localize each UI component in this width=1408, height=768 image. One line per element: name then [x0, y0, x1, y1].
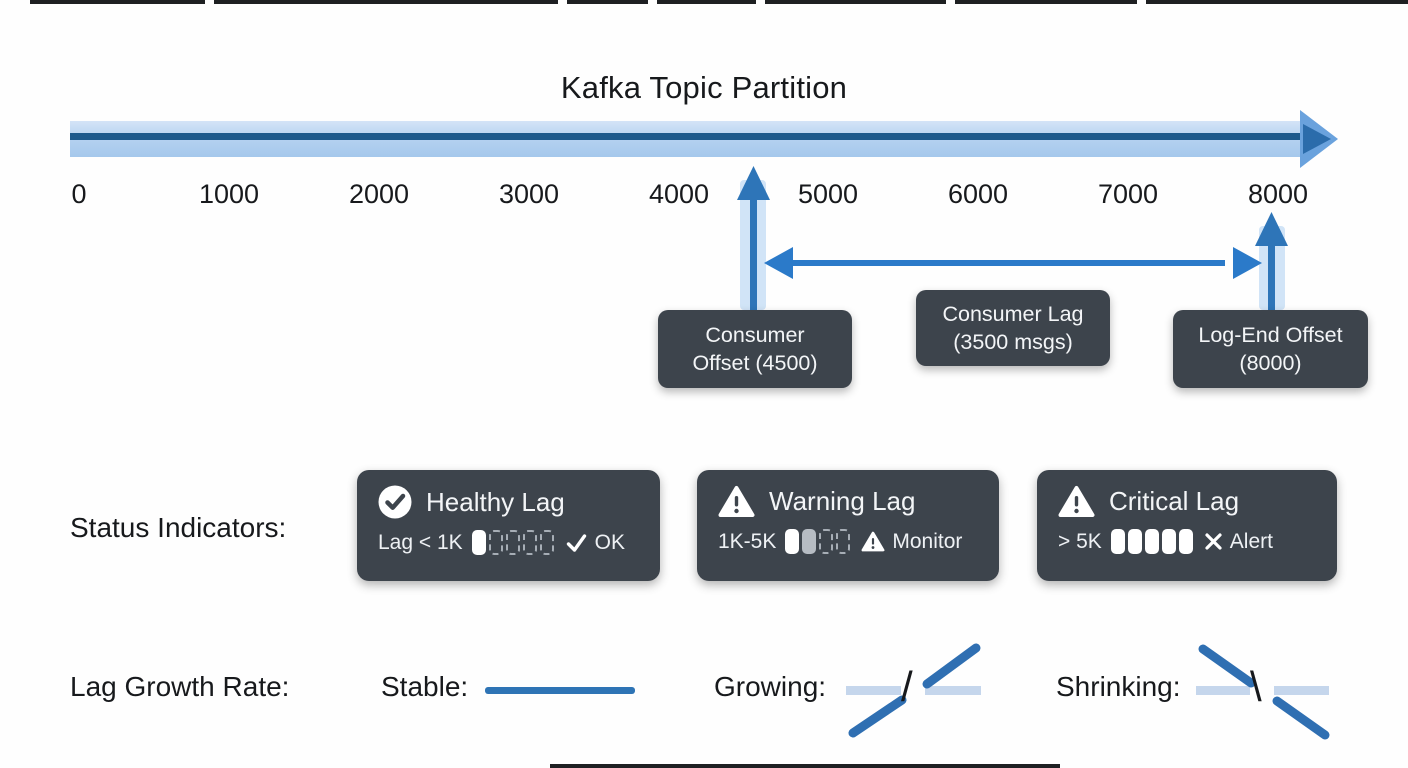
cross-icon — [1205, 533, 1222, 550]
log-end-offset-callout: Log-End Offset (8000) — [1173, 310, 1368, 388]
consumer-offset-arrow — [737, 166, 770, 310]
lag-bar-dashed — [522, 530, 537, 555]
lag-level-bars — [1110, 529, 1193, 554]
critical-lag-title-row: Critical Lag — [1058, 485, 1316, 518]
axis-tick: 6000 — [947, 179, 1009, 209]
lag-bar-dashed — [539, 530, 554, 555]
axis-tick: 4000 — [648, 179, 710, 209]
result-text: OK — [594, 530, 625, 554]
result-text: Monitor — [892, 529, 963, 553]
lag-level-bars — [785, 529, 851, 554]
callout-line: Log-End Offset — [1198, 322, 1343, 347]
callout-line: Consumer — [705, 322, 805, 347]
bottom-border-artifact — [550, 764, 1060, 768]
axis-tick: 5000 — [797, 179, 859, 209]
shrinking-trend-glyph — [1196, 644, 1330, 740]
callout-line: (3500 msgs) — [953, 330, 1073, 354]
stable-line-glyph — [485, 687, 635, 694]
axis-tick: 8000 — [1247, 179, 1309, 209]
consumer-lag-callout: Consumer Lag (3500 msgs) — [916, 290, 1110, 366]
lag-bar-dashed — [819, 529, 834, 554]
lag-bar-solid — [1178, 529, 1193, 554]
card-title: Warning Lag — [769, 486, 916, 516]
healthy-lag-title-row: Healthy Lag — [378, 485, 639, 519]
timeline-core-line — [70, 133, 1313, 140]
callout-line: Offset (4500) — [692, 351, 818, 375]
lag-bar-dashed — [505, 530, 520, 555]
range-text: Lag < 1K — [378, 530, 463, 554]
lag-bar-muted — [802, 529, 817, 554]
range-text: > 5K — [1058, 529, 1102, 553]
check-circle-icon — [378, 485, 412, 519]
growing-label: Growing: — [714, 671, 827, 702]
shrinking-label: Shrinking: — [1056, 671, 1181, 702]
warning-lag-detail-row: 1K-5K Monitor — [718, 529, 978, 554]
axis-tick: 1000 — [198, 179, 260, 209]
lag-level-bars — [471, 530, 554, 555]
timeline-arrowhead-inner — [1303, 124, 1331, 154]
critical-lag-card: Critical Lag > 5K Alert — [1037, 470, 1337, 581]
warning-triangle-icon — [1058, 486, 1095, 517]
healthy-lag-detail-row: Lag < 1K OK — [378, 530, 639, 555]
lag-bar-solid — [471, 530, 486, 555]
axis-tick: 0 — [71, 179, 87, 209]
stable-label: Stable: — [381, 671, 469, 702]
growing-slash-glyph: / — [901, 663, 913, 710]
top-border-artifact — [30, 0, 1408, 4]
lag-bar-solid — [1161, 529, 1176, 554]
partition-timeline-arrow — [70, 110, 1338, 168]
warning-lag-title-row: Warning Lag — [718, 485, 978, 518]
consumer-lag-arrow — [764, 247, 1262, 279]
lag-bar-dashed — [488, 530, 503, 555]
warning-triangle-icon — [861, 531, 885, 552]
lag-bar-dashed — [836, 529, 851, 554]
result-text: Alert — [1229, 529, 1273, 553]
page-title: Kafka Topic Partition — [560, 70, 848, 105]
shrinking-backslash-glyph: \ — [1250, 663, 1262, 710]
log-end-offset-arrow — [1255, 212, 1288, 310]
growing-trend-glyph — [846, 643, 981, 738]
axis-tick: 3000 — [498, 179, 560, 209]
range-text: 1K-5K — [718, 529, 777, 553]
warning-lag-card: Warning Lag 1K-5K Monitor — [697, 470, 999, 581]
callout-line: (8000) — [1239, 351, 1302, 375]
critical-lag-detail-row: > 5K Alert — [1058, 529, 1316, 554]
lag-bar-solid — [1127, 529, 1142, 554]
status-indicators-label: Status Indicators: — [70, 512, 287, 543]
lag-growth-rate-label: Lag Growth Rate: — [70, 671, 290, 702]
warning-triangle-icon — [718, 486, 755, 517]
card-title: Critical Lag — [1109, 486, 1240, 516]
axis-tick: 2000 — [348, 179, 410, 209]
check-icon — [566, 534, 586, 552]
lag-bar-solid — [1110, 529, 1125, 554]
consumer-offset-callout: Consumer Offset (4500) — [658, 310, 852, 388]
callout-line: Consumer Lag — [942, 301, 1084, 326]
card-title: Healthy Lag — [426, 486, 565, 517]
axis-tick: 7000 — [1097, 179, 1159, 209]
lag-bar-solid — [785, 529, 800, 554]
healthy-lag-card: Healthy Lag Lag < 1K OK — [357, 470, 660, 581]
lag-bar-solid — [1144, 529, 1159, 554]
